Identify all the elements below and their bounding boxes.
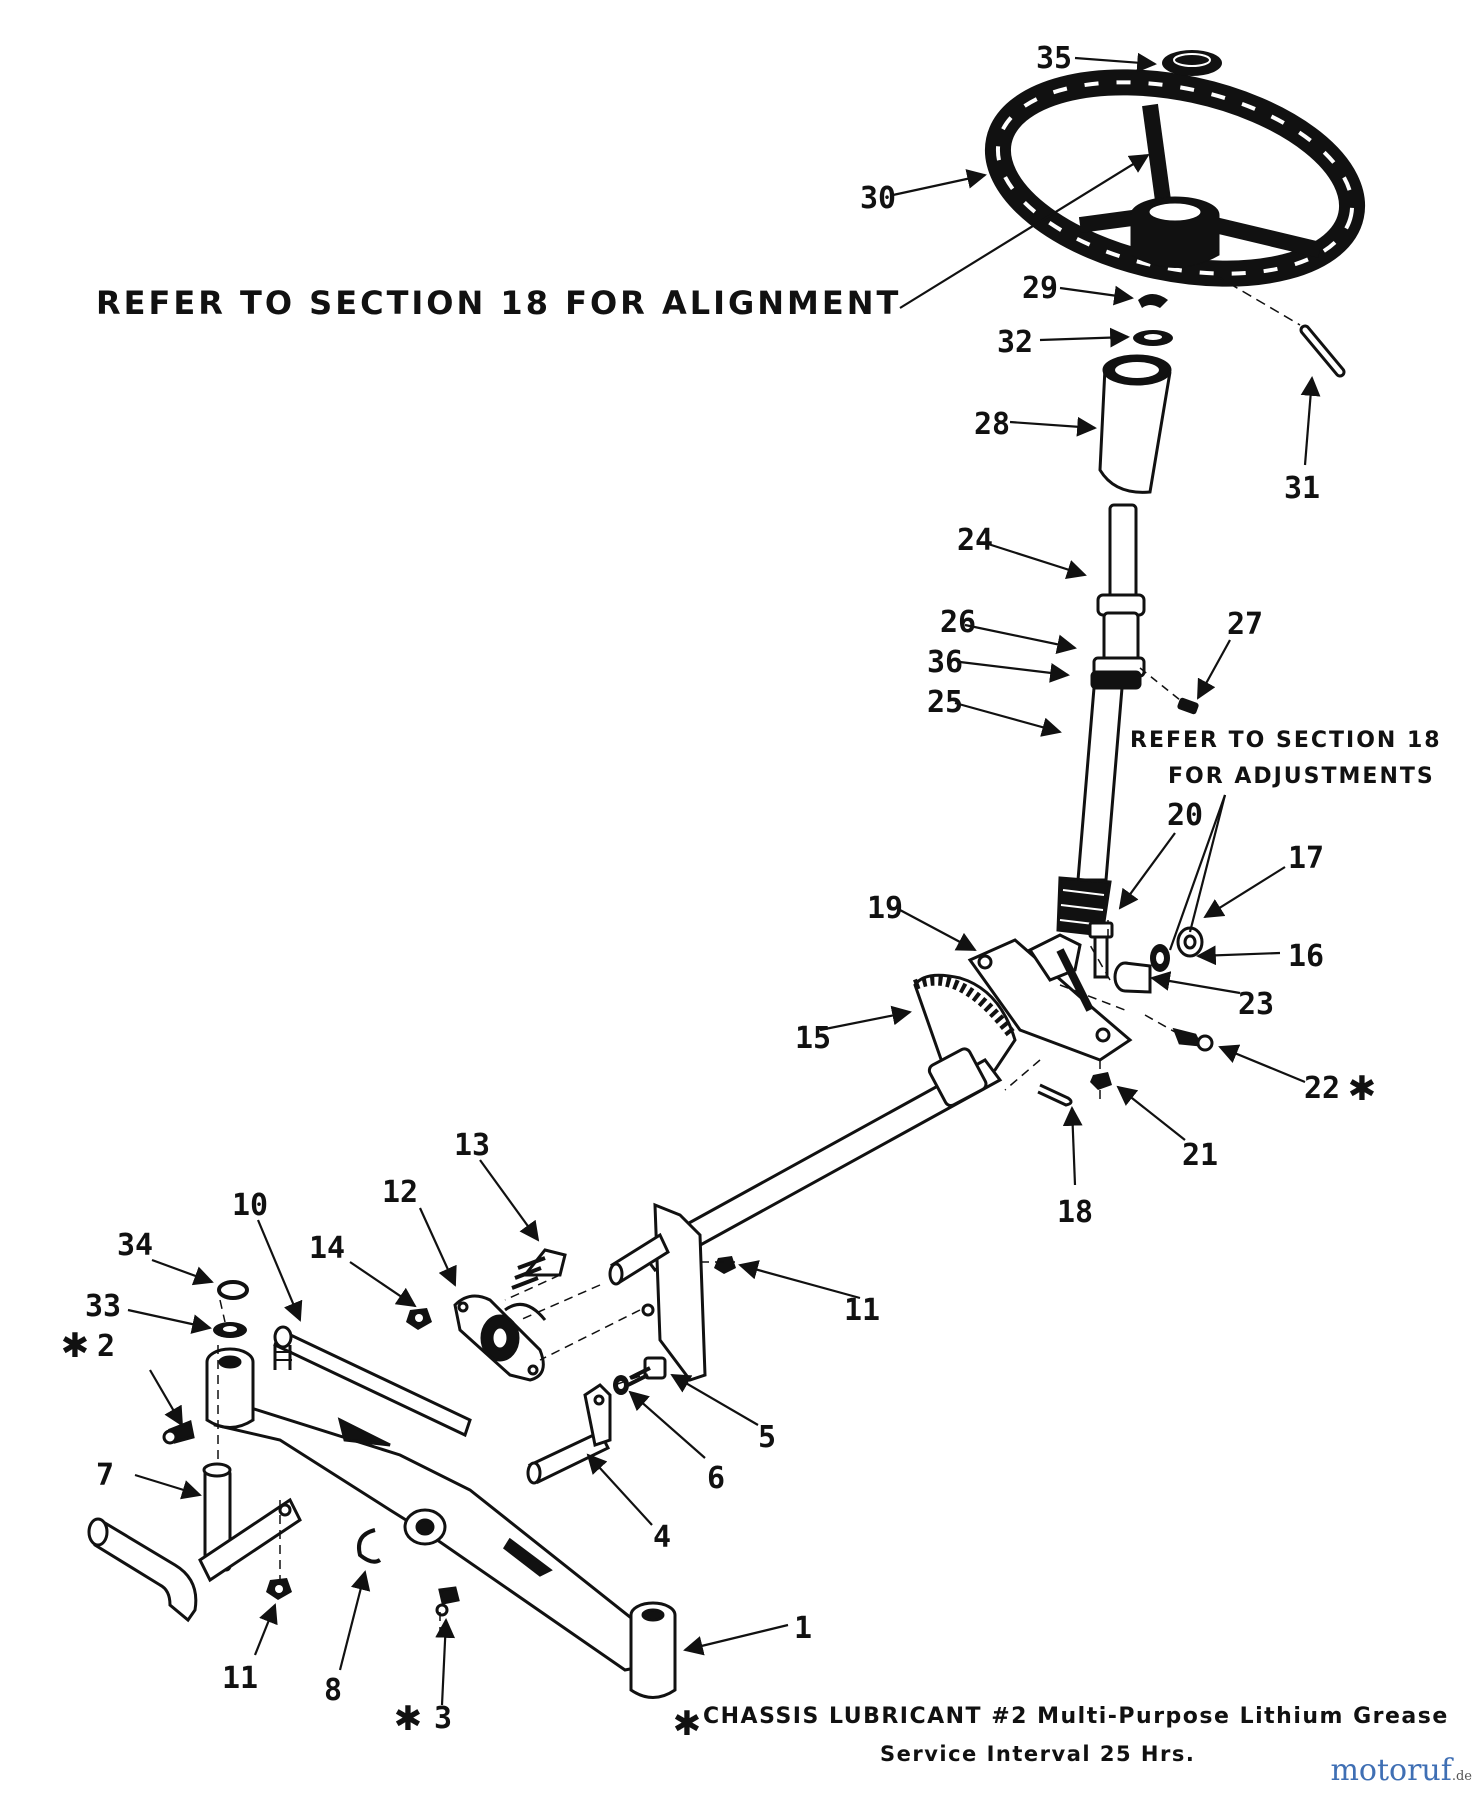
part-label: 6: [707, 1461, 725, 1496]
watermark-brand: motoruf: [1330, 1753, 1452, 1788]
grease-fitting-3: [435, 1586, 460, 1617]
nut-21: [1090, 1072, 1112, 1090]
part-label: 1: [794, 1611, 812, 1646]
upper-steering-shaft: [1090, 503, 1146, 690]
lube-mark-2: ✱: [61, 1326, 90, 1366]
cotter-pin-18: [1037, 1083, 1073, 1107]
part-label: 3: [434, 1701, 452, 1736]
part-label: 21: [1182, 1138, 1218, 1173]
lock-washer-6: [613, 1375, 629, 1395]
part-label: 24: [957, 523, 993, 558]
part-label: 30: [860, 181, 896, 216]
support-plate: [641, 1202, 707, 1382]
washer-17: [1176, 926, 1204, 958]
watermark-tld: .de: [1451, 1769, 1472, 1784]
tie-rod: [273, 1325, 472, 1438]
bolt-5: [627, 1356, 667, 1387]
alignment-note: REFER TO SECTION 18 FOR ALIGNMENT: [96, 284, 902, 322]
service-interval-note: Service Interval 25 Hrs.: [880, 1742, 1196, 1766]
pivot-pin: [526, 1430, 611, 1485]
lubrication-marks: ✱ ✱ ✱ ✱: [61, 1069, 1377, 1744]
grease-fitting-2: [162, 1419, 195, 1445]
part-label: 28: [974, 407, 1010, 442]
part-label: 19: [867, 891, 903, 926]
nut-11-upper: [714, 1256, 736, 1274]
part-label: 31: [1284, 471, 1320, 506]
spindle: [87, 1462, 302, 1623]
lube-mark-legend: ✱: [673, 1704, 702, 1744]
note-leaders: [899, 153, 1227, 951]
adjustments-note-line2: FOR ADJUSTMENTS: [1168, 764, 1435, 789]
lube-mark-22: ✱: [1348, 1069, 1377, 1109]
part-label: 4: [653, 1520, 671, 1555]
part-label: 22: [1304, 1071, 1340, 1106]
steering-bushing: [1098, 354, 1172, 494]
part-label: 29: [1022, 271, 1058, 306]
steering-wheel: [984, 69, 1366, 287]
pivot-rod: [608, 1232, 670, 1286]
pin-bracket: [583, 1383, 612, 1447]
bracket-bolt-20: [1088, 921, 1114, 979]
watermark-logo: motoruf.de: [1330, 1753, 1472, 1788]
part-label: 10: [232, 1188, 268, 1223]
part-labels: 35 30 29 32 28 31 24 26 36 25 27 20 17 1…: [85, 41, 1340, 1736]
washer-16: [1150, 944, 1170, 972]
callout-arrows: [127, 52, 1321, 1706]
part-label: 8: [324, 1673, 342, 1708]
assembly-lines: [217, 920, 1176, 1640]
part-label: 12: [382, 1175, 418, 1210]
washer-29: [1138, 294, 1168, 308]
part-label: 34: [117, 1228, 153, 1263]
part-label: 14: [309, 1231, 345, 1266]
part-label: 23: [1238, 987, 1274, 1022]
set-screw: [1177, 697, 1199, 715]
part-label: 11: [222, 1661, 258, 1696]
part-label: 7: [96, 1458, 114, 1493]
bolt-13: [511, 1248, 567, 1290]
flange-bearing: [453, 1294, 547, 1382]
part-label: 33: [85, 1289, 121, 1324]
part-label: 32: [997, 325, 1033, 360]
clip-34: [217, 1280, 249, 1300]
nut-11-lower: [266, 1578, 292, 1600]
grease-fitting-22: [1172, 1027, 1214, 1052]
part-label: 20: [1167, 798, 1203, 833]
roll-pin: [1299, 324, 1346, 378]
snap-ring-8: [357, 1528, 382, 1564]
part-label: 35: [1036, 41, 1072, 76]
axle-left-boss: [205, 1347, 255, 1429]
adjustments-note-line1: REFER TO SECTION 18: [1130, 728, 1442, 753]
part-label: 26: [940, 605, 976, 640]
part-label: 16: [1288, 939, 1324, 974]
part-label: 25: [927, 685, 963, 720]
part-label: 36: [927, 645, 963, 680]
part-label: 17: [1288, 841, 1324, 876]
horn-cap: [1162, 50, 1222, 76]
part-label: 13: [454, 1128, 490, 1163]
lube-mark-3: ✱: [394, 1699, 423, 1739]
part-label: 2: [97, 1329, 115, 1364]
part-label: 27: [1227, 607, 1263, 642]
part-label: 15: [795, 1021, 831, 1056]
pivot-bracket: [967, 933, 1133, 1062]
washer-33: [213, 1322, 247, 1338]
washer-32: [1133, 330, 1173, 346]
lower-steering-shaft: [1056, 686, 1124, 937]
axle-right-boss: [629, 1601, 677, 1699]
part-label: 5: [758, 1420, 776, 1455]
spacer-23: [1113, 961, 1152, 994]
part-label: 18: [1057, 1195, 1093, 1230]
part-label: 11: [844, 1293, 880, 1328]
nut-14: [406, 1308, 432, 1330]
lubricant-note: CHASSIS LUBRICANT #2 Multi-Purpose Lithi…: [703, 1704, 1449, 1729]
